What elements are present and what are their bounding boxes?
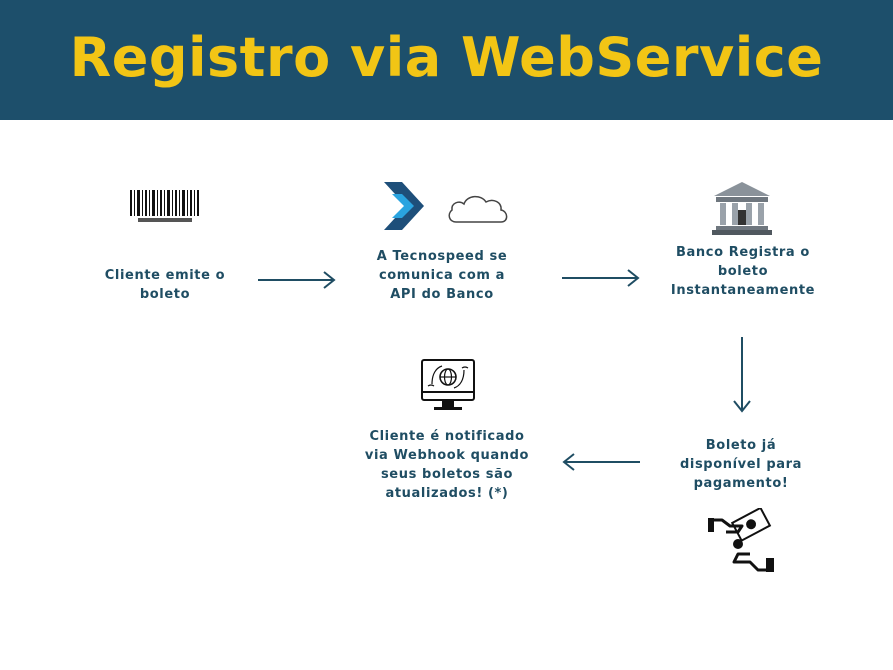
step-notified-label: Cliente é notificado via Webhook quando … xyxy=(364,429,530,501)
arrow-bank-to-available xyxy=(733,337,751,413)
tecnospeed-logo-icon xyxy=(384,182,424,230)
step-bank-registers-label: Banco Registra o boleto Instantaneamente xyxy=(670,245,816,298)
arrow-client-to-tecnospeed xyxy=(258,271,336,289)
monitor-globe-icon xyxy=(421,359,475,410)
barcode-icon xyxy=(130,190,199,222)
step-client-issues-label: Cliente emite o boleto xyxy=(104,268,226,302)
arrow-available-to-notified xyxy=(562,453,640,471)
arrow-tecnospeed-to-bank xyxy=(562,269,640,287)
bank-icon xyxy=(712,182,772,235)
hand-money-icon xyxy=(708,508,774,572)
header-banner xyxy=(0,0,893,120)
step-tecnospeed-label: A Tecnospeed se comunica com a API do Ba… xyxy=(376,249,508,302)
step-available-label: Boleto já disponível para pagamento! xyxy=(680,438,802,491)
page-title: Registro via WebService xyxy=(69,26,824,89)
cloud-icon xyxy=(448,195,508,223)
